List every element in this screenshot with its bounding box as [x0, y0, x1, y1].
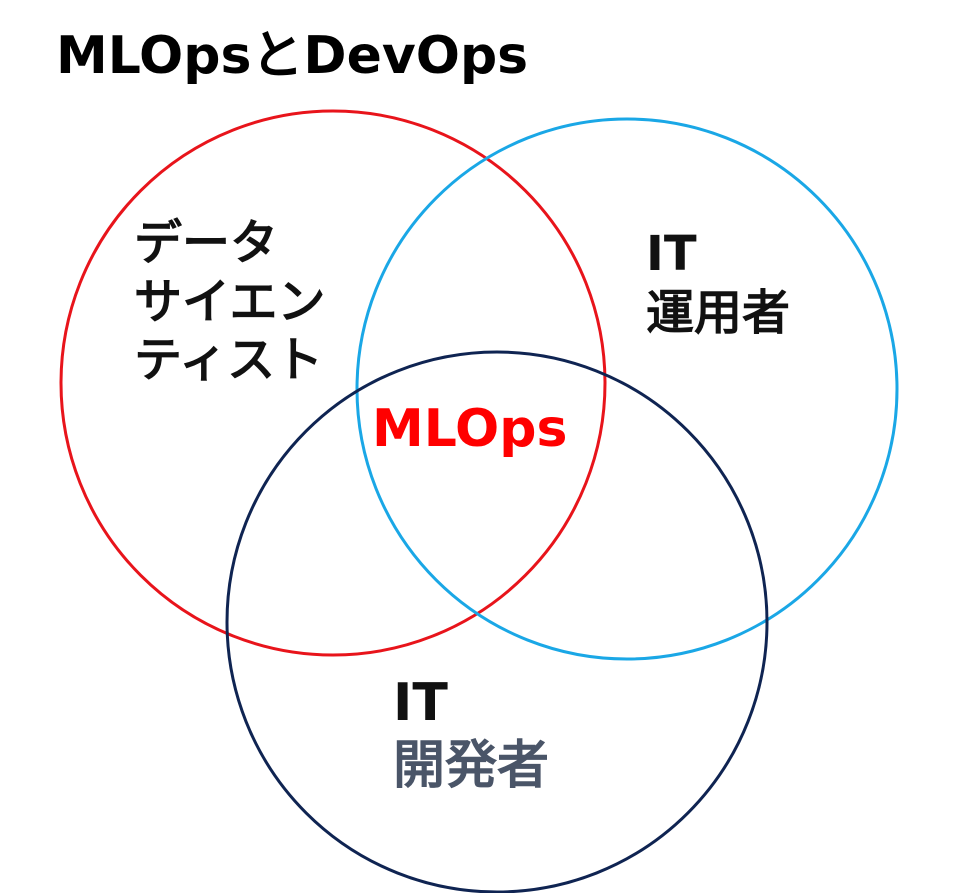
it-developer-circle — [225, 350, 769, 893]
it-developer-label: IT 開発者 — [393, 672, 549, 799]
it-developer-line1: IT — [393, 673, 448, 733]
it-operations-line2: 運用者 — [646, 284, 791, 341]
data-scientist-circle — [59, 109, 607, 657]
data-scientist-line2: サイエン — [134, 273, 326, 330]
page-title: MLOpsとDevOps — [56, 26, 529, 86]
data-scientist-label: データ サイエン ティスト — [134, 214, 326, 390]
it-operations-line1: IT — [646, 226, 697, 282]
data-scientist-line1: データ — [134, 215, 279, 271]
data-scientist-line3: ティスト — [134, 332, 324, 389]
it-operations-label: IT 運用者 — [646, 225, 790, 342]
it-developer-line2: 開発者 — [393, 736, 550, 797]
mlops-center-label: MLOps — [372, 399, 568, 459]
it-operations-circle — [355, 117, 899, 661]
